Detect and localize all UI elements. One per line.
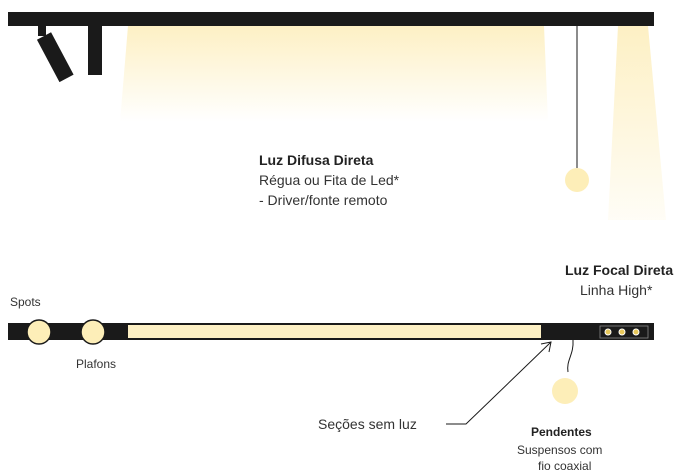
angled-spot-icon [36, 26, 74, 83]
pendentes-line2: fio coaxial [538, 459, 592, 473]
plafon-light-circle [80, 319, 106, 345]
top-track-rail [8, 12, 654, 26]
focal-subtitle: Linha High* [580, 282, 653, 298]
diffuse-title: Luz Difusa Direta [259, 152, 374, 168]
pendentes-line1: Suspensos com [517, 443, 603, 457]
focal-title: Luz Focal Direta [565, 262, 674, 278]
top-pendant-icon [565, 26, 589, 192]
led-strip [128, 325, 541, 338]
spot-light-circle [26, 319, 52, 345]
focal-light-beam [608, 26, 666, 220]
linha-high-leds [599, 325, 649, 339]
sections-label: Seções sem luz [318, 416, 417, 432]
spots-label: Spots [10, 295, 41, 309]
diffuse-line1: Régua ou Fita de Led* [259, 172, 400, 188]
plafons-label: Plafons [76, 357, 117, 371]
sections-pointer-arrow [446, 341, 552, 425]
straight-spot-icon [88, 26, 102, 75]
bottom-pendant-icon [552, 339, 578, 404]
diffuse-light-beam [120, 26, 548, 122]
pendentes-title: Pendentes [531, 425, 592, 439]
diffuse-line2: - Driver/fonte remoto [259, 192, 388, 208]
